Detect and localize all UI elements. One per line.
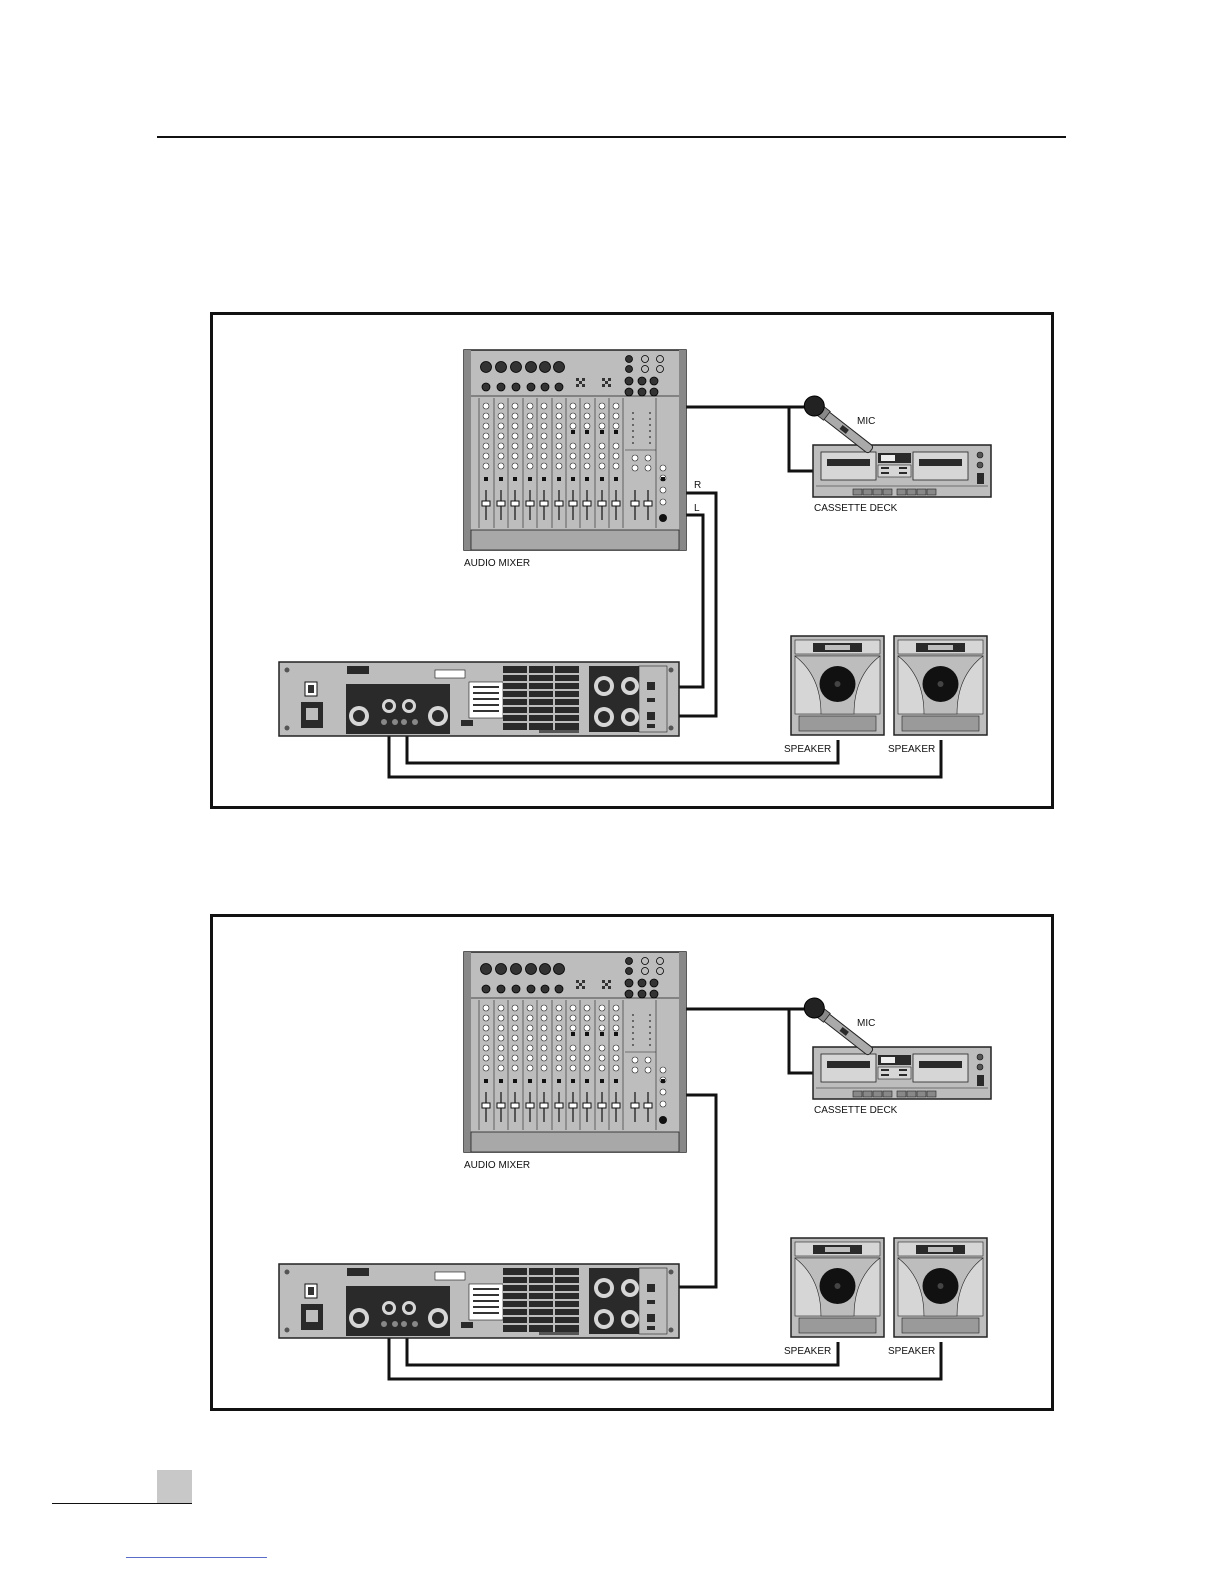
mic-label: MIC [857, 1018, 875, 1029]
page-number-tab [157, 1470, 192, 1504]
speaker-left-label: SPEAKER [784, 744, 831, 755]
audio-mixer [464, 952, 686, 1152]
audio-mixer [464, 350, 686, 550]
speaker-left [791, 1238, 884, 1337]
footer-link-underline [126, 1557, 267, 1558]
speaker-right-label: SPEAKER [888, 744, 935, 755]
audio-mixer-label: AUDIO MIXER [464, 558, 530, 569]
stereo-connection-diagram: AUDIO MIXER MIC CASSETTE DECK SPEAKER SP… [210, 312, 1054, 809]
audio-mixer-label: AUDIO MIXER [464, 1160, 530, 1171]
mic-label: MIC [857, 416, 875, 427]
cassette-deck [813, 445, 991, 497]
left-output-label: L [694, 503, 700, 514]
cassette-deck-label: CASSETTE DECK [814, 1105, 898, 1116]
mono-connection-diagram: AUDIO MIXER MIC CASSETTE DECK SPEAKER SP… [210, 914, 1054, 1411]
cassette-deck-label: CASSETTE DECK [814, 503, 898, 514]
speaker-left [791, 636, 884, 735]
footer-rule [52, 1503, 192, 1504]
header-rule [157, 136, 1066, 138]
speaker-right-label: SPEAKER [888, 1346, 935, 1357]
speaker-right [894, 636, 987, 735]
cassette-deck [813, 1047, 991, 1099]
right-output-label: R [694, 480, 701, 491]
speaker-left-label: SPEAKER [784, 1346, 831, 1357]
power-amplifier [279, 1264, 679, 1338]
speaker-right [894, 1238, 987, 1337]
power-amplifier [279, 662, 679, 736]
